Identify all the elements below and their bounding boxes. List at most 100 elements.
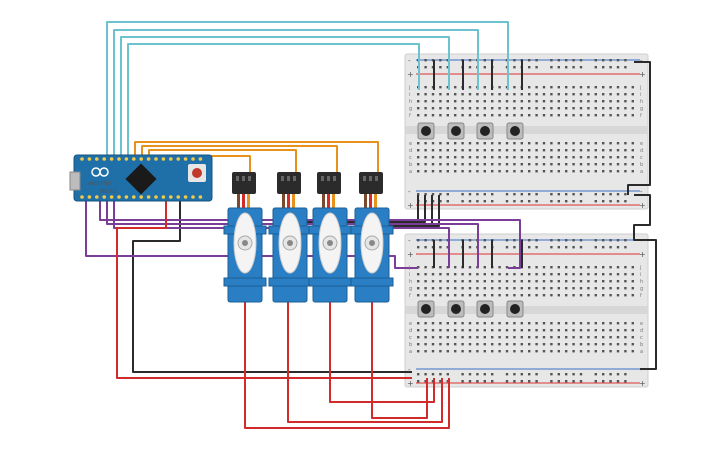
row-label: b <box>409 162 412 168</box>
row-label: f <box>409 293 411 299</box>
board-brand-label: ARDUINO <box>88 181 112 187</box>
pushbutton[interactable] <box>417 122 435 140</box>
pushbutton[interactable] <box>506 300 524 318</box>
rail-sign-plus: + <box>407 250 414 259</box>
servo-connector <box>232 172 256 194</box>
arduino-logo-icon <box>91 167 109 177</box>
row-label: d <box>409 148 412 154</box>
wire-orange <box>148 149 297 174</box>
row-label: b <box>409 342 412 348</box>
row-label: i <box>409 272 410 278</box>
row-label: j <box>408 85 410 91</box>
pushbutton[interactable] <box>417 300 435 318</box>
row-label: h <box>409 279 412 285</box>
row-label: j <box>639 85 641 91</box>
row-label: f <box>640 113 642 119</box>
wire-orange <box>141 145 338 174</box>
rail-sign-plus: + <box>639 201 646 210</box>
wire-red <box>116 200 412 379</box>
servos <box>223 172 394 303</box>
row-label: e <box>409 321 412 327</box>
row-label: e <box>409 141 412 147</box>
rail-sign-plus: + <box>407 70 414 79</box>
usb-connector <box>69 171 81 191</box>
board-header-pins <box>80 157 203 199</box>
row-label: e <box>640 321 643 327</box>
wire-black <box>627 61 651 195</box>
rail-sign-plus: + <box>639 250 646 259</box>
breadboard-bottom: - + - + - + - + <box>404 233 649 388</box>
pushbutton[interactable] <box>447 122 465 140</box>
servo-4[interactable] <box>350 172 394 303</box>
wire-orange-group <box>134 141 379 174</box>
row-label: a <box>640 349 643 355</box>
row-label: c <box>409 335 412 341</box>
row-label: c <box>409 155 412 161</box>
row-label: a <box>409 169 412 175</box>
rail-sign-minus: - <box>408 366 411 374</box>
row-label: g <box>640 286 643 292</box>
rail-sign-minus: - <box>408 237 411 245</box>
rail-sign-minus: - <box>408 188 411 196</box>
wire-cyan-group <box>106 21 509 155</box>
row-label: j <box>408 265 410 271</box>
servo-connector <box>277 172 301 194</box>
servo-1[interactable] <box>223 172 267 303</box>
row-label: g <box>409 106 412 112</box>
row-label: a <box>409 349 412 355</box>
row-label: d <box>409 328 412 334</box>
rail-sign-plus: + <box>639 379 646 388</box>
arduino-micro-board[interactable]: ARDUINO MICRO <box>69 154 213 202</box>
pushbutton[interactable] <box>476 122 494 140</box>
wire-cyan <box>120 36 450 155</box>
wire-orange <box>134 141 379 174</box>
row-label: b <box>640 162 643 168</box>
wire-black <box>633 194 657 370</box>
row-label: c <box>640 155 643 161</box>
servo-connector <box>359 172 383 194</box>
row-label: b <box>640 342 643 348</box>
wire-cyan <box>106 21 509 155</box>
row-label: j <box>639 265 641 271</box>
wire-red <box>287 300 443 423</box>
pushbutton[interactable] <box>476 300 494 318</box>
wire-red <box>244 300 450 429</box>
pushbutton[interactable] <box>506 122 524 140</box>
row-label: f <box>409 113 411 119</box>
row-label: f <box>640 293 642 299</box>
pushbutton[interactable] <box>447 300 465 318</box>
wire-red-group <box>116 200 450 429</box>
pushbuttons-top[interactable] <box>417 122 524 140</box>
row-label: c <box>640 335 643 341</box>
servo-2[interactable] <box>268 172 312 303</box>
wire-black <box>372 195 440 227</box>
pushbuttons-bottom[interactable] <box>417 300 524 318</box>
row-label: i <box>640 272 641 278</box>
servo-connector <box>317 172 341 194</box>
breadboard-top-holes <box>417 59 634 203</box>
row-label: h <box>409 99 412 105</box>
breadboard-top: - + - + - + - + <box>404 53 649 210</box>
wire-cyan <box>113 29 479 155</box>
row-label: d <box>640 328 643 334</box>
wire-red <box>371 300 428 419</box>
row-label: g <box>409 286 412 292</box>
microcontroller-chip <box>125 163 157 195</box>
rail-sign-plus: + <box>407 201 414 210</box>
row-label: d <box>640 148 643 154</box>
rail-sign-minus: - <box>640 188 643 196</box>
wire-red <box>329 300 435 403</box>
row-label: e <box>640 141 643 147</box>
breadboard-bottom-holes <box>417 239 634 383</box>
rail-sign-plus: + <box>407 379 414 388</box>
servo-3[interactable] <box>308 172 352 303</box>
row-label: i <box>640 92 641 98</box>
row-label: a <box>640 169 643 175</box>
wire-purple <box>85 200 418 269</box>
row-label: h <box>640 99 643 105</box>
rail-sign-minus: - <box>408 57 411 65</box>
wire-cyan <box>127 43 420 155</box>
row-label: i <box>409 92 410 98</box>
